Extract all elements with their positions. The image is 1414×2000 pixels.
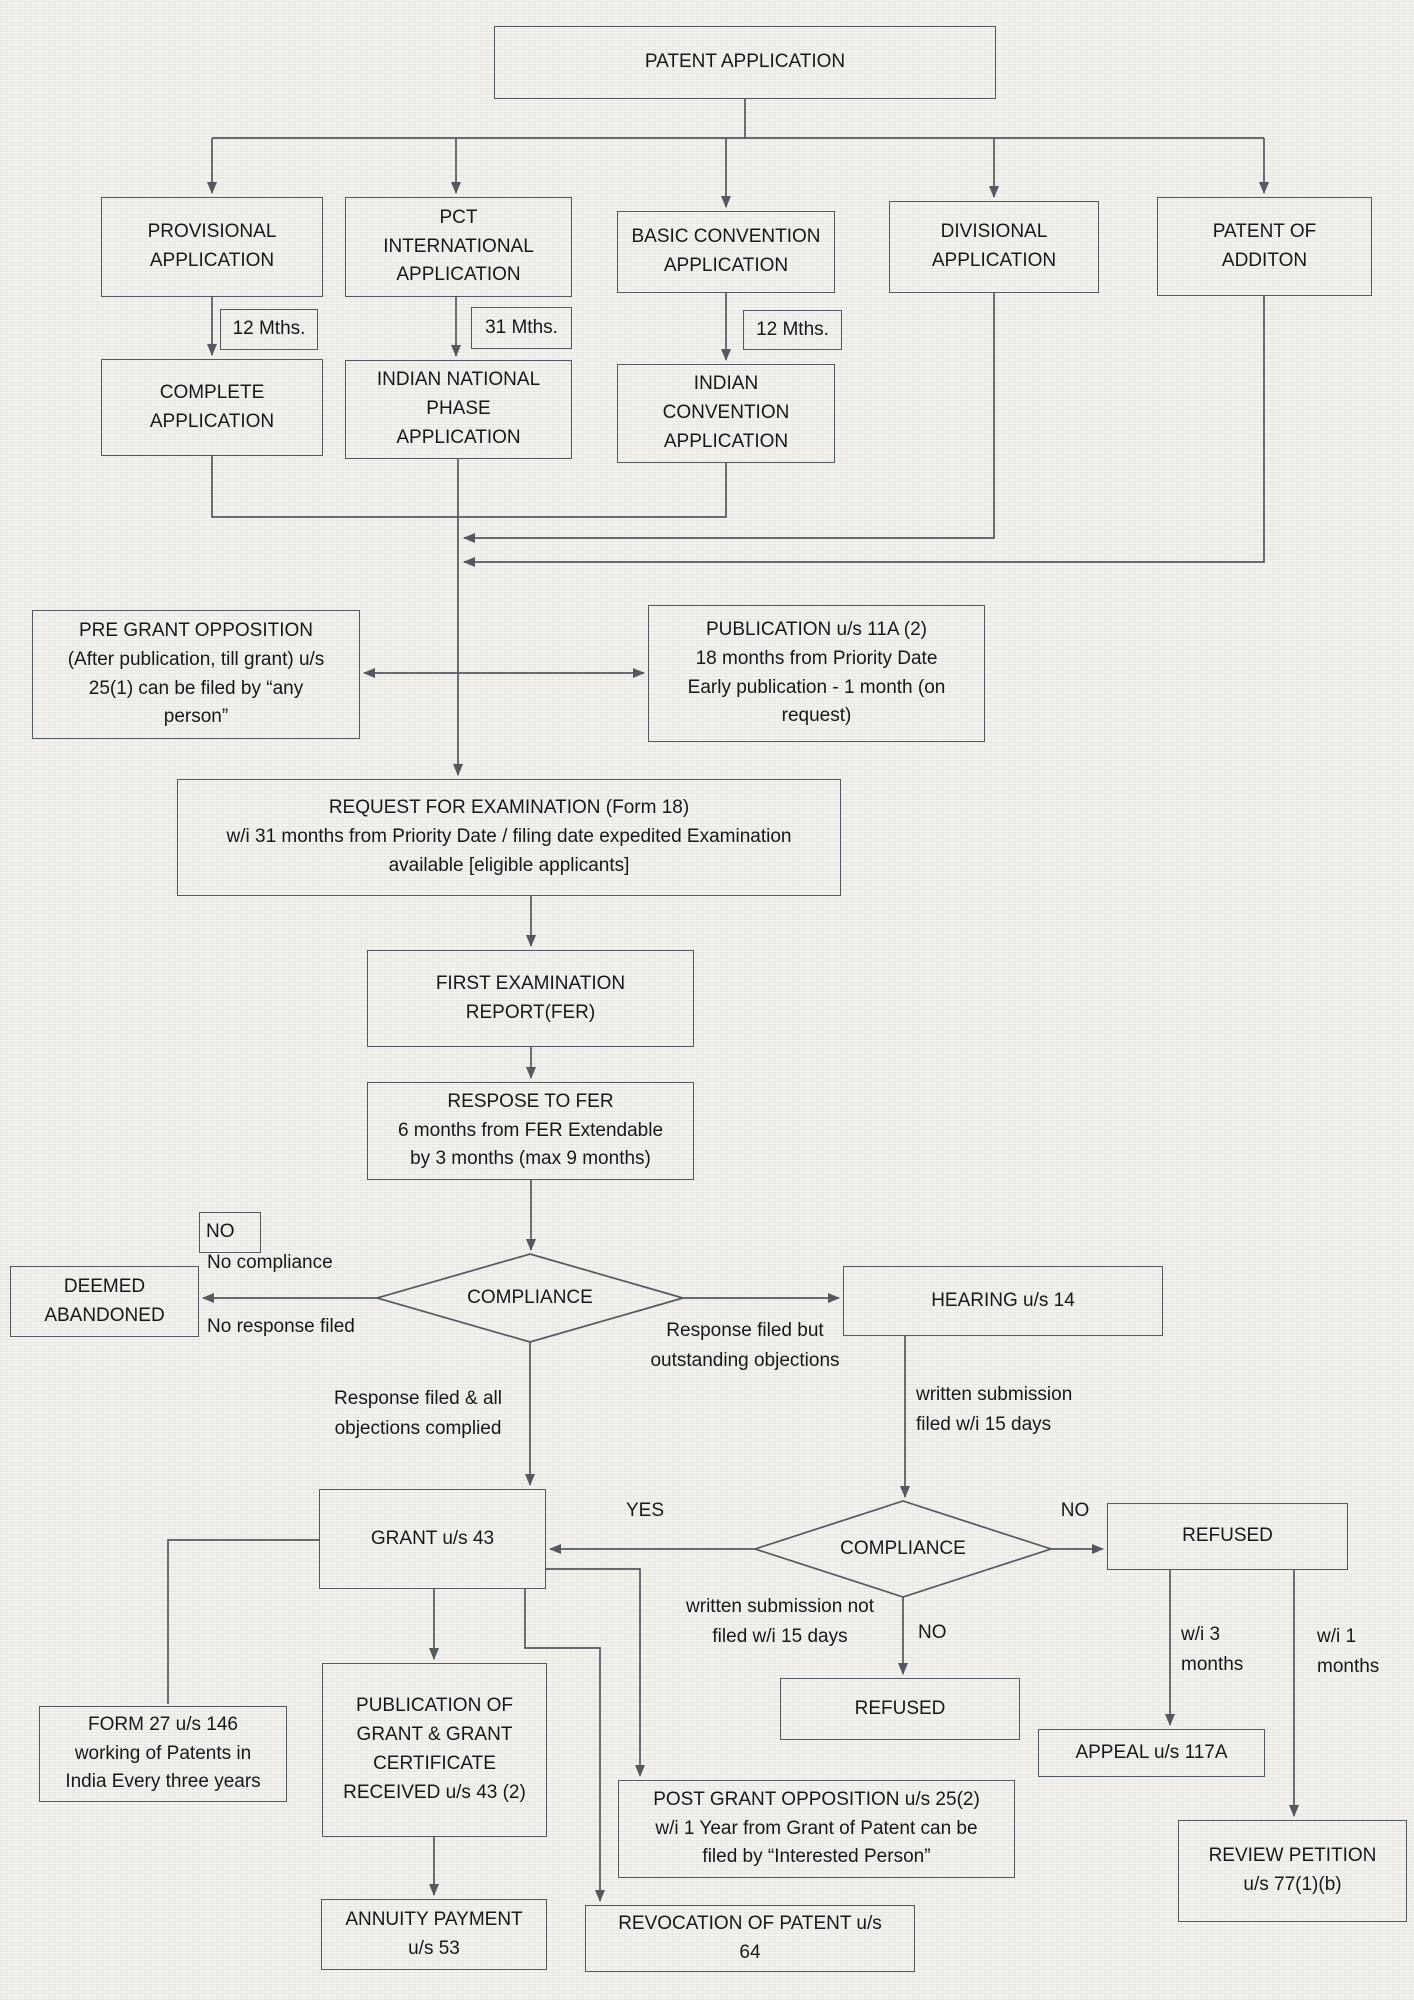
node-refused-right: REFUSED: [1107, 1503, 1348, 1570]
edge-grant-to-form27: [167, 1539, 319, 1704]
node-form-27: FORM 27 u/s 146 working of Patents in In…: [39, 1706, 287, 1802]
label-no-response-filed: No response filed: [207, 1316, 355, 1337]
node-refused-mid: REFUSED: [780, 1678, 1020, 1740]
label-12-months-provisional: 12 Mths.: [220, 309, 318, 350]
node-deemed-abandoned: DEEMED ABANDONED: [10, 1266, 199, 1337]
node-indian-national-phase-application: INDIAN NATIONAL PHASE APPLICATION: [345, 360, 572, 459]
edge-complete-merge: [211, 456, 458, 518]
label-wi-3-months: w/i 3 months: [1181, 1624, 1244, 1676]
node-provisional-application: PROVISIONAL APPLICATION: [101, 197, 323, 297]
label-no-down: NO: [918, 1622, 947, 1643]
node-pre-grant-opposition: PRE GRANT OPPOSITION (After publication,…: [32, 610, 360, 739]
decision-compliance-2-shape: [752, 1500, 1054, 1598]
node-pct-international-application: PCT INTERNATIONAL APPLICATION: [345, 197, 572, 297]
label-31-months-pct: 31 Mths.: [471, 307, 572, 349]
label-written-submission-not-filed: written submission not filed w/i 15 days: [686, 1596, 874, 1648]
node-divisional-application: DIVISIONAL APPLICATION: [889, 201, 1099, 293]
edge-addition-merge: [463, 296, 1265, 567]
decision-compliance-1-shape: [373, 1253, 687, 1343]
edge-grant-to-revocation: [524, 1589, 605, 1902]
node-grant: GRANT u/s 43: [319, 1489, 546, 1589]
node-post-grant-opposition: POST GRANT OPPOSITION u/s 25(2) w/i 1 Ye…: [618, 1780, 1015, 1878]
node-response-to-fer: RESPOSE TO FER 6 months from FER Extenda…: [367, 1082, 694, 1180]
node-publication: PUBLICATION u/s 11A (2) 18 months from P…: [648, 605, 985, 742]
node-complete-application: COMPLETE APPLICATION: [101, 359, 323, 456]
label-yes: YES: [625, 1500, 665, 1521]
node-indian-convention-application: INDIAN CONVENTION APPLICATION: [617, 364, 835, 463]
decision-compliance-2-label: COMPLIANCE: [840, 1538, 966, 1559]
node-patent-of-addition: PATENT OF ADDITON: [1157, 197, 1372, 296]
label-no-compliance: No compliance: [207, 1252, 333, 1273]
node-no-box: NO: [199, 1212, 261, 1253]
label-response-complied: Response filed & all objections complied: [334, 1388, 502, 1440]
label-12-months-convention: 12 Mths.: [743, 310, 842, 350]
node-review-petition: REVIEW PETITION u/s 77(1)(b): [1178, 1820, 1407, 1922]
node-hearing: HEARING u/s 14: [843, 1266, 1163, 1336]
node-request-for-examination: REQUEST FOR EXAMINATION (Form 18) w/i 31…: [177, 779, 841, 896]
node-annuity-payment: ANNUITY PAYMENT u/s 53: [321, 1899, 547, 1970]
node-publication-of-grant: PUBLICATION OF GRANT & GRANT CERTIFICATE…: [322, 1663, 547, 1837]
node-patent-application: PATENT APPLICATION: [494, 26, 996, 99]
node-basic-convention-application: BASIC CONVENTION APPLICATION: [617, 211, 835, 293]
node-revocation: REVOCATION OF PATENT u/s 64: [585, 1905, 915, 1972]
label-no-right: NO: [1060, 1500, 1090, 1521]
decision-compliance-1-label: COMPLIANCE: [467, 1287, 593, 1308]
label-wi-1-months: w/i 1 months: [1317, 1626, 1380, 1678]
label-response-outstanding: Response filed but outstanding objection…: [650, 1320, 840, 1372]
label-written-submission-filed: written submission filed w/i 15 days: [916, 1384, 1073, 1436]
edge-convention-merge: [458, 463, 727, 518]
node-first-examination-report: FIRST EXAMINATION REPORT(FER): [367, 950, 694, 1047]
node-appeal: APPEAL u/s 117A: [1038, 1729, 1265, 1777]
edge-grant-to-postgrant: [546, 1568, 645, 1777]
edge-divisional-merge: [463, 293, 995, 543]
